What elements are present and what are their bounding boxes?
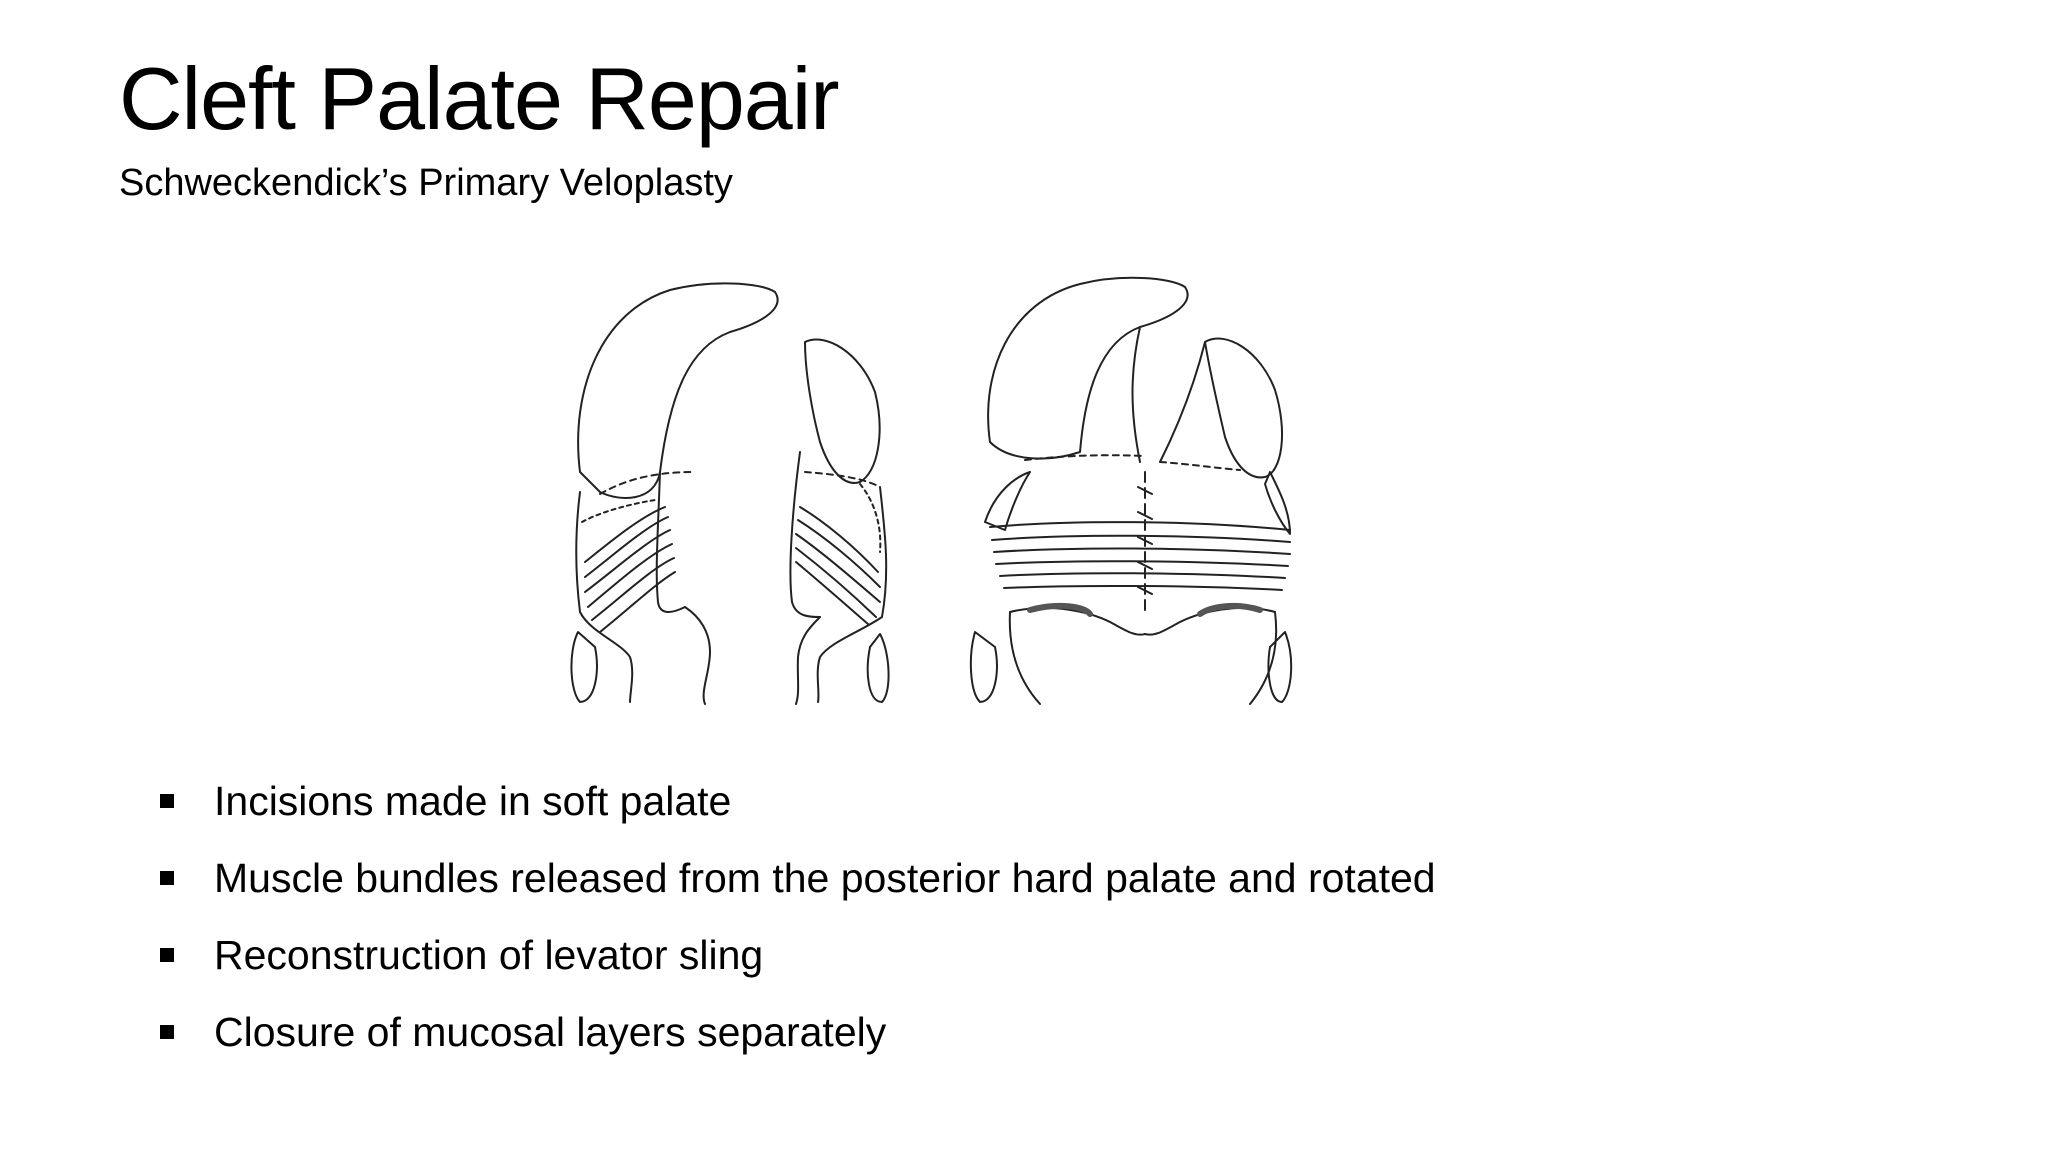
bullet-square-icon <box>160 1024 174 1039</box>
palate-before-drawing <box>570 282 890 705</box>
slide-subtitle: Schweckendick’s Primary Veloplasty <box>119 162 733 204</box>
bullet-square-icon <box>160 870 174 885</box>
veloplasty-illustration <box>560 272 1320 712</box>
bullet-text: Muscle bundles released from the posteri… <box>214 854 1436 901</box>
bullet-text: Reconstruction of levator sling <box>214 931 764 978</box>
bullet-item: Closure of mucosal layers separately <box>160 993 1436 1070</box>
bullet-list: Incisions made in soft palate Muscle bun… <box>160 762 1436 1070</box>
veloplasty-drawing <box>570 276 1293 705</box>
bullet-text: Closure of mucosal layers separately <box>214 1008 887 1055</box>
palate-after-drawing <box>969 276 1293 705</box>
bullet-item: Muscle bundles released from the posteri… <box>160 839 1436 916</box>
bullet-item: Reconstruction of levator sling <box>160 916 1436 993</box>
bullet-square-icon <box>160 793 174 808</box>
bullet-text: Incisions made in soft palate <box>214 777 732 824</box>
bullet-item: Incisions made in soft palate <box>160 762 1436 839</box>
bullet-square-icon <box>160 947 174 962</box>
slide-title: Cleft Palate Repair <box>119 49 840 148</box>
